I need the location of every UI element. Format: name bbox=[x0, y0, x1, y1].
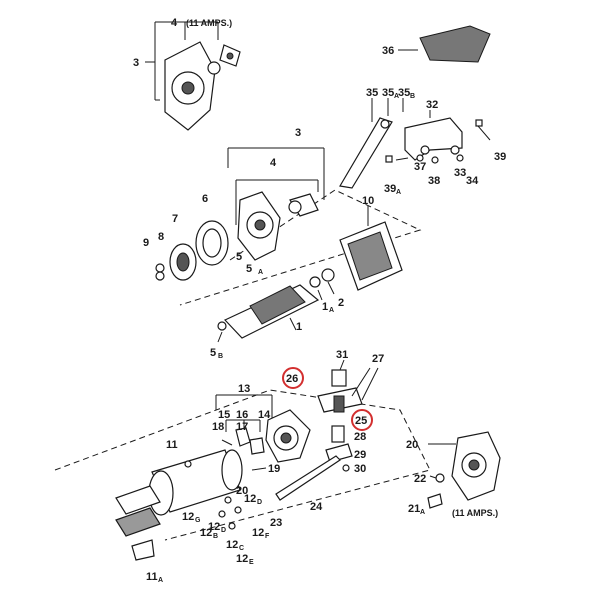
label-12c-sub: C bbox=[239, 545, 244, 552]
label-4-mid: 4 bbox=[270, 157, 277, 169]
label-7: 7 bbox=[172, 213, 178, 225]
commutator-end-assembly bbox=[54, 389, 431, 541]
label-34: 34 bbox=[466, 175, 479, 187]
label-3-mid: 3 bbox=[295, 127, 301, 139]
label-28: 28 bbox=[354, 431, 366, 443]
label-21: 21 bbox=[408, 503, 420, 515]
drive-end-assembly bbox=[155, 147, 422, 306]
label-31: 31 bbox=[336, 349, 348, 361]
label-5a: 5 bbox=[246, 263, 252, 275]
label-39a-sub: A bbox=[396, 189, 401, 196]
label-5a-sub: A bbox=[258, 269, 263, 276]
armature-group bbox=[217, 268, 335, 343]
label-15: 15 bbox=[218, 409, 230, 421]
label-27: 27 bbox=[372, 353, 384, 365]
label-12e: 12 bbox=[236, 553, 248, 565]
label-12d: 12 bbox=[244, 493, 256, 505]
label-12b-sub: B bbox=[213, 533, 218, 540]
label-33: 33 bbox=[454, 167, 466, 179]
label-6: 6 bbox=[202, 193, 208, 205]
label-35: 35 bbox=[366, 87, 378, 99]
label-35b-sub: B bbox=[410, 93, 415, 100]
label-16: 16 bbox=[236, 409, 248, 421]
label-18: 18 bbox=[212, 421, 224, 433]
label-12a: 12 bbox=[208, 521, 220, 533]
label-11: 11 bbox=[166, 439, 178, 451]
label-12e-sub: E bbox=[249, 559, 254, 566]
label-4-top: 4 bbox=[171, 17, 178, 29]
highlight-ring-25 bbox=[351, 409, 373, 431]
label-37: 37 bbox=[414, 161, 426, 173]
label-38: 38 bbox=[428, 175, 440, 187]
label-1: 1 bbox=[296, 321, 302, 333]
label-19: 19 bbox=[268, 463, 280, 475]
mounting-bracket-group bbox=[339, 98, 491, 189]
label-35a-sub: A bbox=[394, 93, 399, 100]
label-12f: 12 bbox=[252, 527, 264, 539]
label-25: 25 bbox=[355, 415, 367, 427]
label-10: 10 bbox=[362, 195, 374, 207]
label-5b-sub: B bbox=[218, 353, 223, 360]
label-11a: 11 bbox=[146, 571, 158, 583]
amps-note-top: (11 AMPS.) bbox=[186, 18, 232, 28]
label-12c: 12 bbox=[226, 539, 238, 551]
label-30: 30 bbox=[354, 463, 366, 475]
label-21-sub: A bbox=[420, 509, 425, 516]
label-17: 17 bbox=[236, 421, 248, 433]
end-plate-assembly-top bbox=[145, 21, 241, 131]
label-35b: 35 bbox=[398, 87, 410, 99]
label-1a-sub: A bbox=[329, 307, 334, 314]
label-3-top: 3 bbox=[133, 57, 139, 69]
label-1a: 1 bbox=[322, 301, 328, 313]
label-36: 36 bbox=[382, 45, 394, 57]
label-39: 39 bbox=[494, 151, 506, 163]
label-29: 29 bbox=[354, 449, 366, 461]
label-20: 20 bbox=[406, 439, 418, 451]
label-9: 9 bbox=[143, 237, 149, 249]
label-39a: 39 bbox=[384, 183, 396, 195]
yoke-housing bbox=[115, 449, 243, 561]
label-35a: 35 bbox=[382, 87, 394, 99]
label-11a-sub: A bbox=[158, 577, 163, 584]
label-22: 22 bbox=[414, 473, 426, 485]
bracket-36 bbox=[398, 25, 491, 63]
label-12d-sub: D bbox=[257, 499, 262, 506]
label-24: 24 bbox=[310, 501, 323, 513]
end-frame-right bbox=[427, 431, 501, 509]
terminal-assembly bbox=[275, 359, 379, 501]
label-12g: 12 bbox=[182, 511, 194, 523]
amps-note-bottom: (11 AMPS.) bbox=[452, 508, 498, 518]
label-8: 8 bbox=[158, 231, 164, 243]
label-2: 2 bbox=[338, 297, 344, 309]
label-14: 14 bbox=[258, 409, 271, 421]
label-13: 13 bbox=[238, 383, 250, 395]
label-23: 23 bbox=[270, 517, 282, 529]
field-coil-10 bbox=[339, 206, 403, 291]
label-12b: 12 bbox=[200, 527, 212, 539]
label-32: 32 bbox=[426, 99, 438, 111]
label-20-small: 20 bbox=[236, 485, 248, 497]
label-5: 5 bbox=[236, 251, 242, 263]
label-12g-sub: G bbox=[195, 517, 201, 524]
highlight-ring-26 bbox=[282, 367, 304, 389]
label-5b: 5 bbox=[210, 347, 216, 359]
label-12a-sub: D bbox=[221, 527, 226, 534]
label-12f-sub: F bbox=[265, 533, 270, 540]
label-26: 26 bbox=[286, 373, 298, 385]
